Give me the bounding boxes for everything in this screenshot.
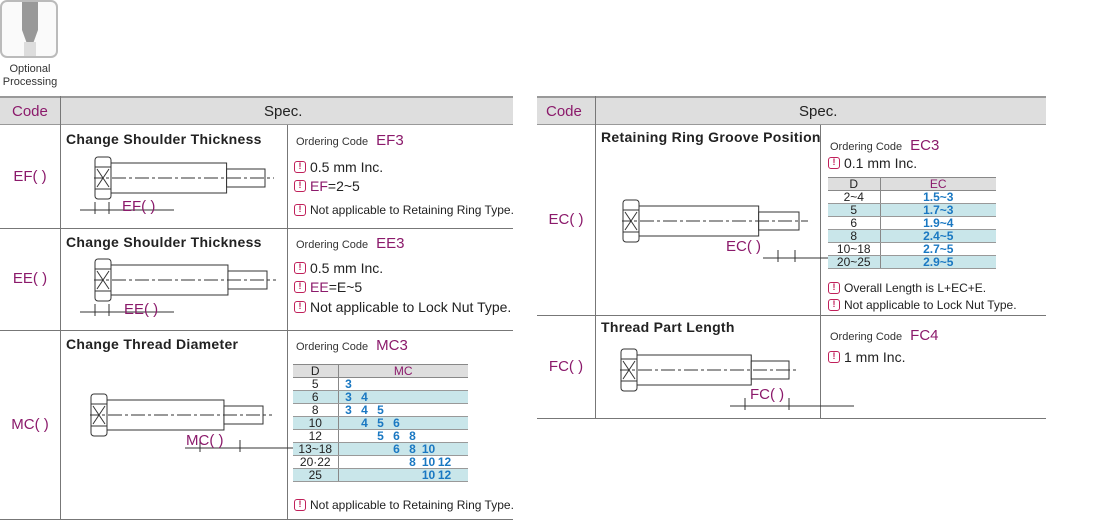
note: !Not applicable to Lock Nut Type. bbox=[294, 299, 511, 315]
option-title: Retaining Ring Groove Position bbox=[601, 129, 821, 145]
ordering-code-value: EC3 bbox=[910, 137, 940, 154]
code-r0: EC( ) bbox=[548, 211, 584, 228]
note: !Not applicable to Retaining Ring Type. bbox=[294, 498, 514, 512]
option-title: Change Shoulder Thickness bbox=[66, 131, 262, 147]
warning-icon: ! bbox=[294, 301, 306, 313]
note: !1 mm Inc. bbox=[828, 349, 905, 365]
right-table-header: Code Spec. bbox=[537, 96, 1046, 125]
spec-header: Spec. bbox=[799, 103, 838, 120]
dimension-label: EC( ) bbox=[726, 238, 761, 255]
code-header: Code bbox=[12, 103, 48, 120]
ee-drawing bbox=[94, 258, 276, 302]
dimension-label: EF( ) bbox=[122, 198, 156, 215]
note: !EE=E~5 bbox=[294, 279, 362, 295]
ec-drawing bbox=[622, 199, 808, 243]
dimension-line bbox=[185, 440, 305, 452]
option-title: Change Shoulder Thickness bbox=[66, 234, 262, 250]
ordering-code-value: FC4 bbox=[910, 327, 939, 344]
warning-icon: ! bbox=[828, 157, 840, 169]
dimension-label: EE( ) bbox=[124, 301, 159, 318]
warning-icon: ! bbox=[294, 262, 306, 274]
option-title: Change Thread Diameter bbox=[66, 336, 239, 352]
fc-drawing bbox=[620, 348, 798, 392]
spec-header: Spec. bbox=[264, 103, 303, 120]
code-0: EF( ) bbox=[13, 167, 47, 185]
note: !0.5 mm Inc. bbox=[294, 260, 383, 276]
ordering-code-value: EE3 bbox=[376, 235, 405, 252]
warning-icon: ! bbox=[828, 351, 840, 363]
warning-icon: ! bbox=[294, 281, 306, 293]
code-r1: FC( ) bbox=[548, 357, 584, 375]
note: !Not applicable to Retaining Ring Type. bbox=[294, 203, 514, 217]
warning-icon: ! bbox=[828, 299, 840, 311]
warning-icon: ! bbox=[294, 180, 306, 192]
dimension-label: MC( ) bbox=[186, 432, 224, 449]
warning-icon: ! bbox=[294, 161, 306, 173]
ordering-code-value: EF3 bbox=[376, 132, 404, 149]
code-1: EE( ) bbox=[12, 270, 48, 287]
code-header: Code bbox=[546, 103, 582, 120]
warning-icon: ! bbox=[294, 499, 306, 511]
note: !Overall Length is L+EC+E. bbox=[828, 281, 986, 295]
code-2: MC( ) bbox=[11, 416, 49, 433]
dimension-line bbox=[80, 202, 174, 214]
warning-icon: ! bbox=[828, 282, 840, 294]
dimension-line bbox=[80, 304, 174, 316]
warning-icon: ! bbox=[294, 204, 306, 216]
optional-processing-icon bbox=[0, 0, 58, 58]
note: !EF=2~5 bbox=[294, 178, 360, 194]
dimension-label: FC( ) bbox=[750, 386, 785, 403]
note: !0.5 mm Inc. bbox=[294, 159, 383, 175]
ef-drawing bbox=[94, 156, 274, 200]
ordering-code-value: MC3 bbox=[376, 337, 408, 354]
note: !Not applicable to Lock Nut Type. bbox=[828, 298, 1017, 312]
mc-drawing bbox=[90, 393, 272, 437]
dimension-line bbox=[730, 398, 854, 410]
note: !0.1 mm Inc. bbox=[828, 155, 917, 171]
option-title: Thread Part Length bbox=[601, 319, 735, 335]
left-table-header: Code Spec. bbox=[0, 96, 513, 125]
